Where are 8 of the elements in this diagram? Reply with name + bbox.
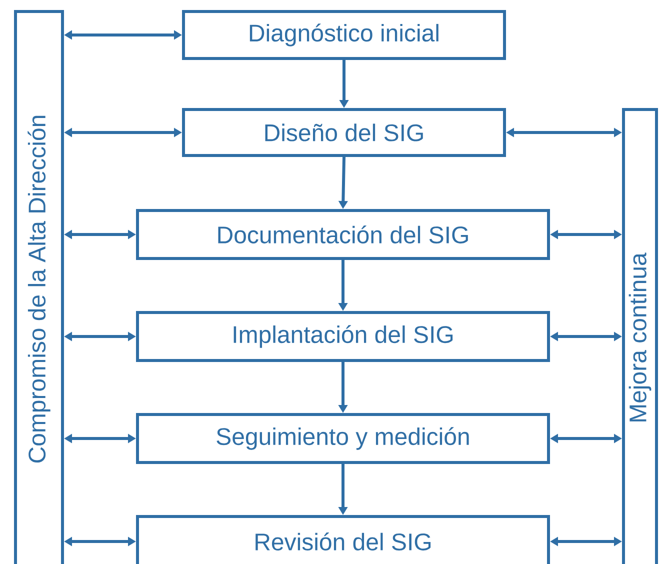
process-box: Diseño del SIG	[182, 108, 506, 157]
side-bar: Mejora continua	[622, 108, 658, 564]
process-box: Documentación del SIG	[136, 209, 550, 260]
side-bar: Compromiso de la Alta Dirección	[14, 10, 64, 564]
process-box: Implantación del SIG	[136, 311, 550, 362]
process-box: Diagnóstico inicial	[182, 10, 506, 60]
process-box: Seguimiento y medición	[136, 413, 550, 464]
process-box: Revisión del SIG	[136, 515, 550, 564]
